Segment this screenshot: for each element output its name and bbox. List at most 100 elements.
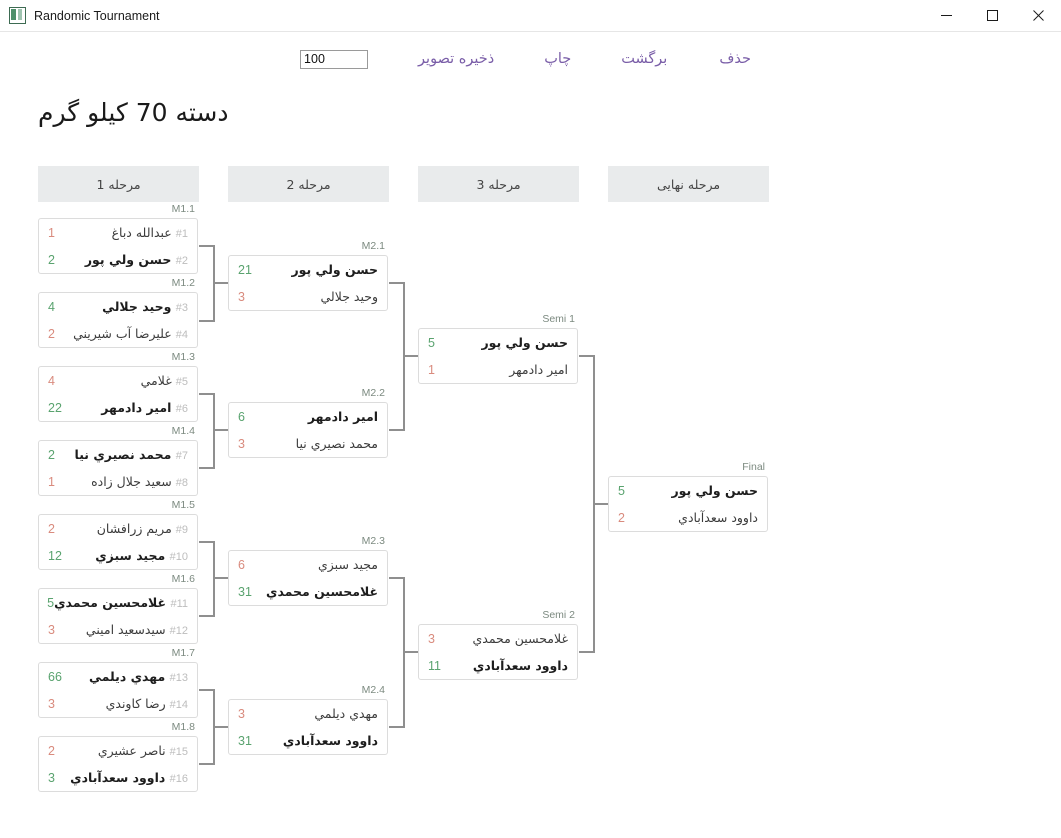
match-m2-2[interactable]: M2.2 امير دادمهر 6 محمد نصيري نيا 3 [228, 387, 388, 458]
connector [579, 651, 595, 653]
player-score: 3 [48, 770, 55, 785]
player-name: #14 رضا كاوندي [106, 696, 188, 711]
player-name: #1 عبدالله دباغ [112, 225, 188, 240]
match-slot-bottom[interactable]: #16 داوود سعدآبادي 3 [39, 764, 197, 791]
player-seed: #8 [175, 477, 188, 489]
count-input[interactable] [300, 49, 369, 69]
player-score: 1 [48, 225, 55, 240]
player-score: 2 [48, 252, 55, 267]
match-m1-2[interactable]: M1.2 #3 وحيد جلالي 4 #4 عليرضا آب شيريني… [38, 277, 198, 348]
match-slot-bottom[interactable]: #6 امير دادمهر 22 [39, 394, 197, 421]
match-m1-6[interactable]: M1.6 #11 غلامحسين محمدي 5 #12 سيدسعيد ام… [38, 573, 198, 644]
match-m1-8[interactable]: M1.8 #15 ناصر عشيري 2 #16 داوود سعدآبادي… [38, 721, 198, 792]
match-slot-top[interactable]: #11 غلامحسين محمدي 5 [39, 589, 197, 616]
match-m2-4[interactable]: M2.4 مهدي ديلمي 3 داوود سعدآبادي 31 [228, 684, 388, 755]
player-seed: #11 [170, 598, 188, 610]
match-slot-bottom[interactable]: #10 مجيد سبزي 12 [39, 542, 197, 569]
match-m2-1[interactable]: M2.1 حسن ولي پور 21 وحيد جلالي 3 [228, 240, 388, 311]
match-slot-top[interactable]: مهدي ديلمي 3 [229, 700, 387, 727]
match-slot-top[interactable]: #13 مهدي ديلمي 66 [39, 663, 197, 690]
match-slot-top[interactable]: #5 غلامي 4 [39, 367, 197, 394]
match-semi-2[interactable]: Semi 2 غلامحسين محمدي 3 داوود سعدآبادي 1… [418, 609, 578, 680]
match-m1-1[interactable]: M1.1 #1 عبدالله دباغ 1 #2 حسن ولي پور 2 [38, 203, 198, 274]
match-m1-7[interactable]: M1.7 #13 مهدي ديلمي 66 #14 رضا كاوندي 3 [38, 647, 198, 718]
player-score: 12 [48, 548, 62, 563]
match-slot-bottom[interactable]: وحيد جلالي 3 [229, 283, 387, 310]
match-slot-top[interactable]: مجيد سبزي 6 [229, 551, 387, 578]
connector [213, 726, 229, 728]
player-score: 11 [428, 658, 441, 673]
match-slot-bottom[interactable]: غلامحسين محمدي 31 [229, 578, 387, 605]
match-semi-1[interactable]: Semi 1 حسن ولي پور 5 امير دادمهر 1 [418, 313, 578, 384]
match-slot-top[interactable]: حسن ولي پور 5 [419, 329, 577, 356]
player-name: #4 عليرضا آب شيريني [73, 326, 188, 341]
match-slot-top[interactable]: حسن ولي پور 5 [609, 477, 767, 504]
maximize-icon[interactable] [969, 0, 1015, 31]
player-score: 3 [238, 289, 245, 304]
match-slot-top[interactable]: #15 ناصر عشيري 2 [39, 737, 197, 764]
match-m1-4[interactable]: M1.4 #7 محمد نصيري نيا 2 #8 سعيد جلال زا… [38, 425, 198, 496]
player-label: امير دادمهر [101, 400, 172, 415]
player-name: مهدي ديلمي [314, 706, 378, 721]
minimize-icon[interactable] [923, 0, 969, 31]
connector [213, 541, 215, 617]
save-image-button[interactable]: ذخیره تصویر [418, 51, 495, 67]
match-slot-top[interactable]: حسن ولي پور 21 [229, 256, 387, 283]
connector [199, 393, 215, 395]
match-label: Semi 1 [542, 313, 575, 325]
match-slot-bottom[interactable]: محمد نصيري نيا 3 [229, 430, 387, 457]
match-slot-top[interactable]: #3 وحيد جلالي 4 [39, 293, 197, 320]
match-final[interactable]: Final حسن ولي پور 5 داوود سعدآبادي 2 [608, 461, 768, 532]
player-name: امير دادمهر [307, 409, 378, 424]
match-slot-bottom[interactable]: #8 سعيد جلال زاده 1 [39, 468, 197, 495]
player-seed: #2 [175, 255, 188, 267]
player-name: داوود سعدآبادي [282, 733, 378, 748]
print-button[interactable]: چاپ [544, 51, 572, 67]
player-score: 2 [618, 510, 625, 525]
match-slot-bottom[interactable]: #12 سيدسعيد اميني 3 [39, 616, 197, 643]
player-seed: #16 [169, 773, 188, 785]
match-m2-3[interactable]: M2.3 مجيد سبزي 6 غلامحسين محمدي 31 [228, 535, 388, 606]
match-label: M1.4 [171, 425, 195, 437]
match-slot-bottom[interactable]: داوود سعدآبادي 31 [229, 727, 387, 754]
player-name: #2 حسن ولي پور [85, 252, 188, 267]
back-button[interactable]: برگشت [621, 51, 668, 67]
connector [213, 429, 229, 431]
match-m1-3[interactable]: M1.3 #5 غلامي 4 #6 امير دادمهر 22 [38, 351, 198, 422]
match-label: M1.2 [171, 277, 195, 289]
match-slot-bottom[interactable]: داوود سعدآبادي 2 [609, 504, 767, 531]
connector [403, 651, 419, 653]
match-m1-5[interactable]: M1.5 #9 مريم زرافشان 2 #10 مجيد سبزي 12 [38, 499, 198, 570]
player-score: 3 [48, 696, 55, 711]
player-name: غلامحسين محمدي [472, 631, 568, 646]
player-label: عليرضا آب شيريني [73, 326, 172, 341]
delete-button[interactable]: حذف [719, 51, 751, 67]
player-score: 4 [48, 299, 55, 314]
match-slot-top[interactable]: غلامحسين محمدي 3 [419, 625, 577, 652]
match-label: M1.7 [171, 647, 195, 659]
player-score: 3 [428, 631, 435, 646]
player-name: #11 غلامحسين محمدي [54, 595, 188, 610]
player-label: غلامحسين محمدي [54, 595, 167, 610]
match-slot-top[interactable]: #1 عبدالله دباغ 1 [39, 219, 197, 246]
connector [199, 689, 215, 691]
match-slot-bottom[interactable]: #2 حسن ولي پور 2 [39, 246, 197, 273]
player-name: #3 وحيد جلالي [102, 299, 188, 314]
window-controls [923, 0, 1061, 31]
match-label: M1.5 [171, 499, 195, 511]
player-score: 2 [48, 447, 55, 462]
match-slot-top[interactable]: امير دادمهر 6 [229, 403, 387, 430]
match-slot-top[interactable]: #9 مريم زرافشان 2 [39, 515, 197, 542]
round-header-2: مرحله 2 [228, 166, 389, 202]
match-slot-bottom[interactable]: داوود سعدآبادي 11 [419, 652, 577, 679]
match-slot-bottom[interactable]: #4 عليرضا آب شيريني 2 [39, 320, 197, 347]
connector [389, 429, 405, 431]
close-icon[interactable] [1015, 0, 1061, 31]
match-slot-top[interactable]: #7 محمد نصيري نيا 2 [39, 441, 197, 468]
player-name: وحيد جلالي [320, 289, 378, 304]
player-score: 3 [238, 706, 245, 721]
match-slot-bottom[interactable]: امير دادمهر 1 [419, 356, 577, 383]
match-slot-bottom[interactable]: #14 رضا كاوندي 3 [39, 690, 197, 717]
window-titlebar: Randomic Tournament [0, 0, 1061, 32]
